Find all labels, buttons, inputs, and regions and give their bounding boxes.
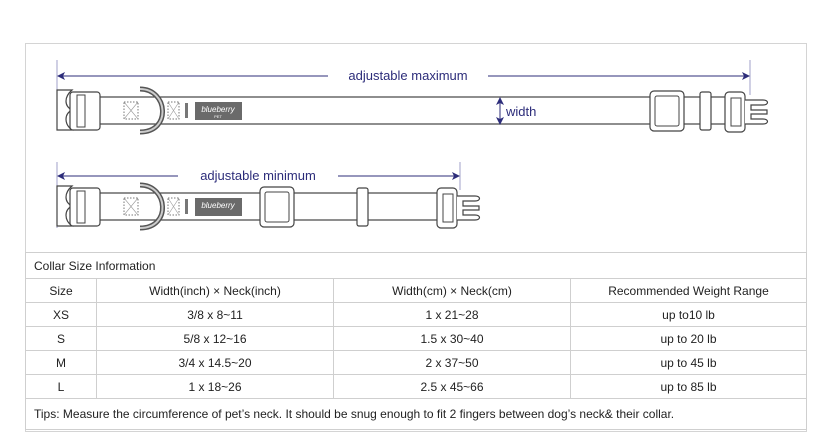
cell: 2 x 37~50 — [333, 350, 571, 375]
collar-diagram: adjustable maximum blueberry PET width a… — [56, 60, 769, 250]
cell: up to 85 lb — [570, 374, 807, 399]
cell: 3/4 x 14.5~20 — [96, 350, 334, 375]
tips-text: Tips: Measure the circumference of pet’s… — [25, 398, 807, 430]
cell: 1 x 18~26 — [96, 374, 334, 399]
cell: XS — [25, 302, 97, 327]
cell: up to10 lb — [570, 302, 807, 327]
cell: 1 x 21~28 — [333, 302, 571, 327]
left-buckle-icon — [56, 89, 101, 131]
cell: L — [25, 374, 97, 399]
right-buckle-icon — [724, 91, 769, 133]
brand-label: blueberry — [201, 105, 235, 114]
keeper-icon — [699, 91, 712, 131]
brand-label-2: blueberry — [201, 201, 235, 210]
cell: M — [25, 350, 97, 375]
cell: 5/8 x 12~16 — [96, 326, 334, 351]
size-table: Collar Size Information Size Width(inch)… — [25, 252, 807, 430]
min-label: adjustable minimum — [200, 168, 316, 183]
cell: 2.5 x 45~66 — [333, 374, 571, 399]
cell: S — [25, 326, 97, 351]
table-title: Collar Size Information — [25, 252, 807, 279]
max-label: adjustable maximum — [348, 68, 467, 83]
diagram-frame — [25, 43, 807, 432]
cell: up to 45 lb — [570, 350, 807, 375]
cell: up to 20 lb — [570, 326, 807, 351]
slider-icon — [649, 90, 685, 132]
cell: 1.5 x 30~40 — [333, 326, 571, 351]
header-cm: Width(cm) × Neck(cm) — [333, 278, 571, 303]
brand-sub: PET — [214, 114, 222, 119]
width-label: width — [505, 104, 536, 119]
header-weight: Recommended Weight Range — [570, 278, 807, 303]
cell: 3/8 x 8~11 — [96, 302, 334, 327]
collar-max-strap — [97, 96, 729, 125]
header-inch: Width(inch) × Neck(inch) — [96, 278, 334, 303]
header-size: Size — [25, 278, 97, 303]
header-row: Size Width(inch) × Neck(inch) Width(cm) … — [25, 278, 807, 303]
